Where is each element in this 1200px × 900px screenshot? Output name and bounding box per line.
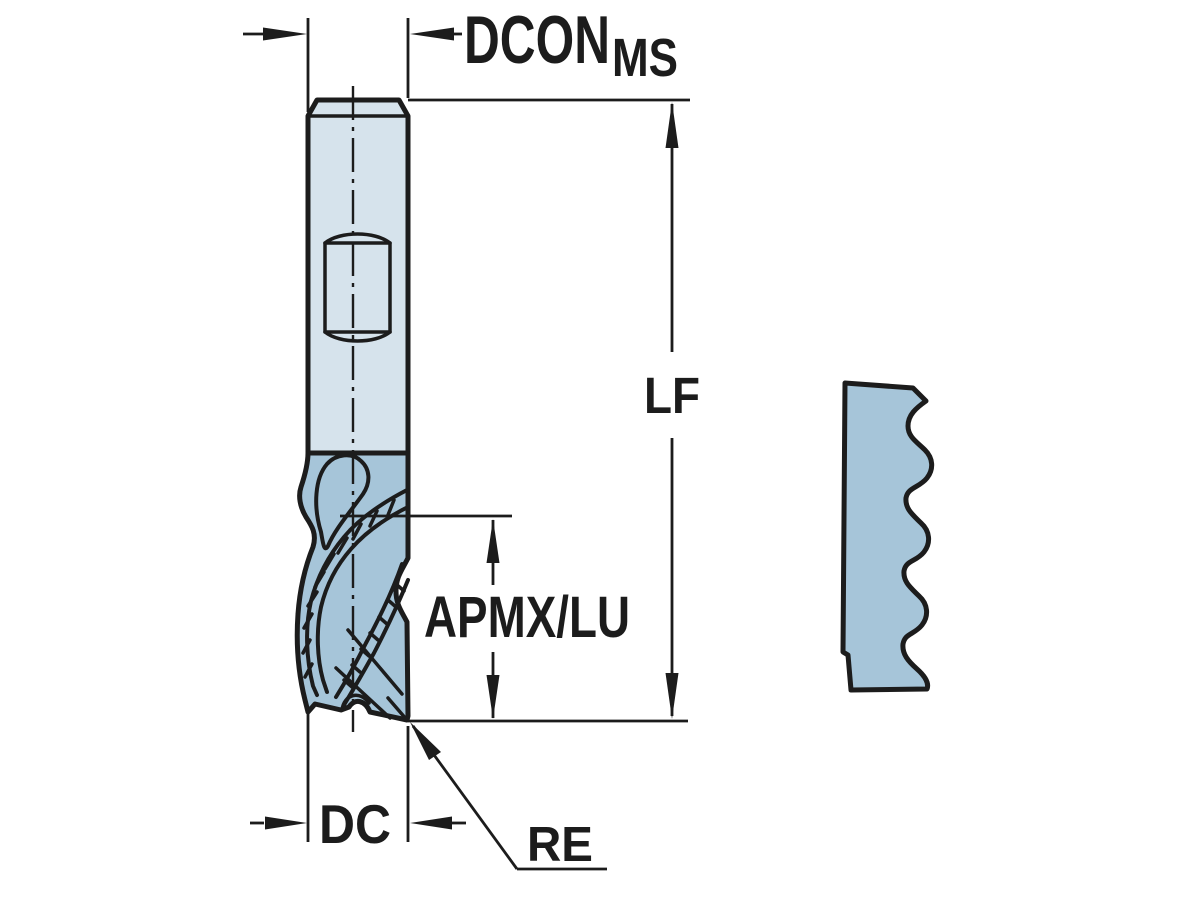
serrated-edge-upper [301, 488, 410, 697]
flute-groove [314, 453, 371, 551]
apmx-arrow-down [486, 675, 500, 719]
apmx-dimension: APMX/LU [340, 514, 630, 719]
lf-dimension: LF [408, 98, 700, 723]
lf-arrow-down [665, 673, 679, 719]
re-label: RE [527, 818, 593, 872]
dc-arrow-left [265, 816, 307, 830]
re-arrow [410, 722, 441, 760]
dcon-arrow-right [410, 27, 454, 41]
serration-hatching-lower [342, 582, 406, 689]
apmx-label: APMX/LU [424, 585, 630, 650]
dcon-arrow-left [263, 27, 307, 41]
dc-arrow-right [410, 816, 452, 830]
edge-profile-detail [840, 380, 935, 693]
end-teeth-details [334, 628, 409, 722]
end-mill-side-view [294, 86, 411, 732]
re-leader: RE [410, 722, 607, 872]
dc-dimension: DC [250, 714, 466, 855]
serration-hatching-upper [301, 498, 396, 679]
lf-arrow-up [665, 102, 679, 148]
dcon-subscript-label: MS [612, 28, 678, 88]
dc-label: DC [319, 793, 391, 855]
apmx-arrow-up [486, 519, 500, 563]
dcon-label: DCON [464, 2, 610, 78]
dcon-dimension: DCON MS [243, 2, 678, 112]
shank-body [305, 97, 411, 456]
weldon-flat [323, 232, 392, 343]
serrated-edge-lower [334, 562, 410, 707]
lf-label: LF [644, 367, 700, 424]
